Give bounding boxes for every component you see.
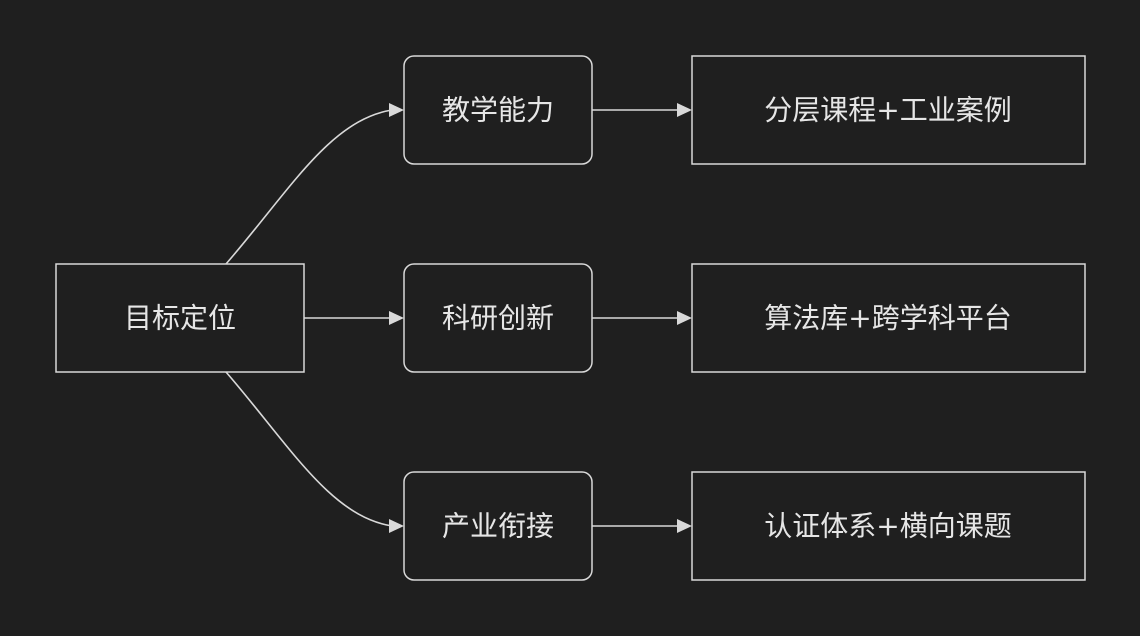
node-root: 目标定位 bbox=[55, 263, 305, 373]
node-teaching-label: 教学能力 bbox=[442, 94, 554, 127]
node-research-detail-label: 算法库+跨学科平台 bbox=[764, 302, 1011, 335]
edge-root-to-teaching bbox=[225, 109, 393, 265]
arrowhead-teaching bbox=[389, 103, 404, 117]
arrowhead-research bbox=[389, 311, 404, 325]
node-teaching: 教学能力 bbox=[403, 55, 593, 165]
arrowhead-teaching-detail bbox=[677, 103, 692, 117]
node-root-label: 目标定位 bbox=[124, 302, 236, 335]
edges bbox=[225, 103, 692, 533]
node-research: 科研创新 bbox=[403, 263, 593, 373]
arrowhead-research-detail bbox=[677, 311, 692, 325]
edge-root-to-industry bbox=[225, 371, 393, 527]
node-industry-detail: 认证体系+横向课题 bbox=[691, 471, 1086, 581]
node-teaching-detail: 分层课程+工业案例 bbox=[691, 55, 1086, 165]
node-industry-label: 产业衔接 bbox=[442, 510, 554, 543]
node-industry: 产业衔接 bbox=[403, 471, 593, 581]
arrowhead-industry bbox=[389, 519, 404, 533]
arrowhead-industry-detail bbox=[677, 519, 692, 533]
node-research-detail: 算法库+跨学科平台 bbox=[691, 263, 1086, 373]
node-industry-detail-label: 认证体系+横向课题 bbox=[764, 510, 1011, 543]
node-teaching-detail-label: 分层课程+工业案例 bbox=[764, 94, 1011, 127]
node-research-label: 科研创新 bbox=[442, 302, 554, 335]
